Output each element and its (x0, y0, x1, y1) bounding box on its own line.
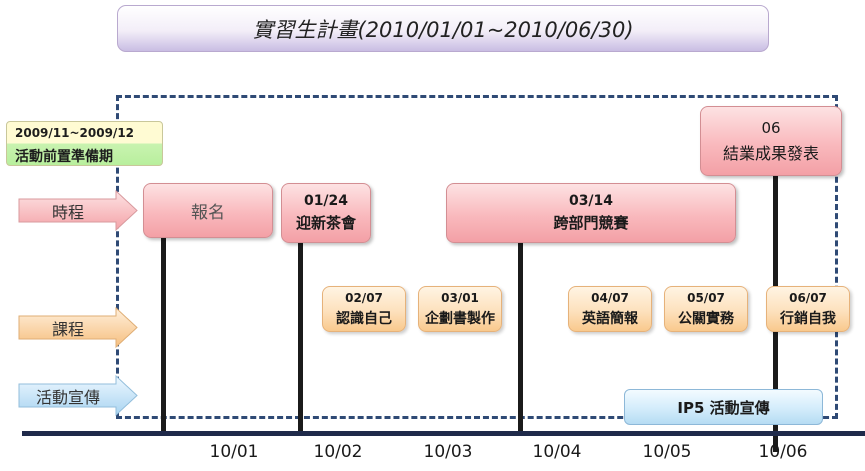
row-arrow-schedule: 時程 (18, 190, 138, 231)
schedule-date: 03/14 (568, 193, 614, 209)
course-date: 06/07 (789, 290, 827, 305)
course-date: 02/07 (345, 290, 383, 305)
promotion-label: IP5 活動宣傳 (677, 398, 770, 417)
schedule-name: 報名 (191, 203, 225, 223)
row-arrow-courses: 課程 (18, 307, 138, 348)
timeline-frame (116, 95, 838, 419)
course-name: 英語簡報 (582, 310, 638, 327)
row-arrow-promotion: 活動宣傳 (18, 375, 138, 416)
schedule-date: 01/24 (303, 193, 349, 209)
arrow-right-icon (18, 307, 138, 348)
month-label: 10/04 (532, 442, 582, 462)
promotion-box: IP5 活動宣傳 (624, 389, 823, 425)
schedule-date: 06 (761, 118, 781, 137)
schedule-box-competition: 03/14 跨部門競賽 (446, 183, 736, 243)
month-label: 10/06 (758, 442, 808, 462)
arrow-right-icon (18, 375, 138, 416)
course-box: 03/01 企劃書製作 (418, 286, 502, 332)
schedule-name: 跨部門競賽 (553, 214, 629, 232)
month-label: 10/01 (209, 442, 259, 462)
title-banner: 實習生計畫(2010/01/01~2010/06/30) (117, 5, 769, 52)
course-name: 行銷自我 (780, 310, 836, 327)
month-label: 10/05 (642, 442, 692, 462)
schedule-box-graduation: 06 結業成果發表 (700, 106, 842, 176)
course-box: 02/07 認識自己 (322, 286, 406, 332)
timeline-marker-line (518, 243, 523, 434)
course-name: 認識自己 (336, 310, 392, 327)
page-title: 實習生計畫(2010/01/01~2010/06/30) (252, 17, 634, 42)
schedule-name: 迎新茶會 (295, 214, 356, 232)
timeline-marker-line (298, 243, 303, 434)
course-box: 06/07 行銷自我 (766, 286, 850, 332)
timeline-baseline (22, 431, 865, 436)
schedule-name: 結業成果發表 (722, 143, 819, 163)
timeline-marker-line (161, 238, 166, 434)
course-date: 04/07 (591, 290, 629, 305)
month-label: 10/02 (313, 442, 363, 462)
course-date: 03/01 (441, 290, 479, 305)
prep-period-dates: 2009/11~2009/12 (15, 126, 135, 140)
course-name: 企劃書製作 (425, 310, 495, 327)
row-label-promotion: 活動宣傳 (35, 387, 100, 407)
course-box: 05/07 公關實務 (664, 286, 748, 332)
schedule-box-welcome-tea: 01/24 迎新茶會 (281, 183, 371, 243)
schedule-box-registration: 報名 (143, 183, 273, 238)
arrow-right-icon (18, 190, 138, 231)
prep-period-label: 活動前置準備期 (15, 149, 113, 165)
row-label-courses: 課程 (51, 319, 84, 339)
month-label: 10/03 (423, 442, 473, 462)
course-name: 公關實務 (678, 310, 734, 327)
course-date: 05/07 (687, 290, 725, 305)
course-box: 04/07 英語簡報 (568, 286, 652, 332)
prep-period-box: 2009/11~2009/12 活動前置準備期 (6, 121, 163, 166)
row-label-schedule: 時程 (51, 202, 84, 222)
